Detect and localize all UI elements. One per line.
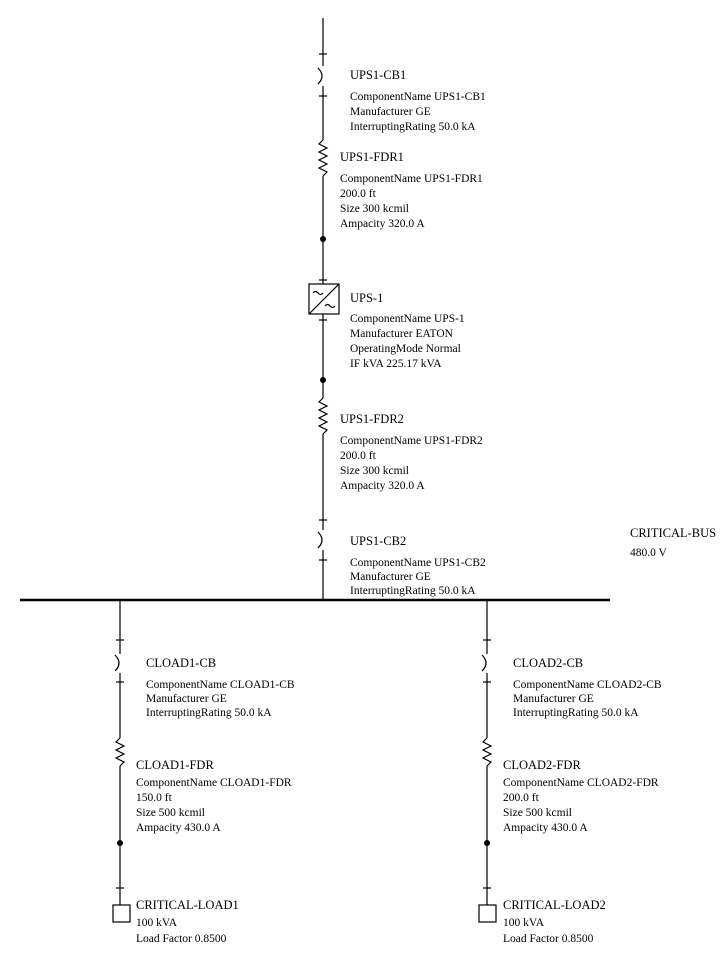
breaker-cload2-cb[interactable]: CLOAD2-CB ComponentName CLOAD2-CB Manufa…	[481, 654, 662, 719]
critical-bus[interactable]: CRITICAL-BUS 480.0 V	[20, 526, 716, 602]
component-attr: Load Factor 0.8500	[503, 933, 594, 945]
component-attr: OperatingMode Normal	[350, 343, 461, 355]
load2-branch: CLOAD2-CB ComponentName CLOAD2-CB Manufa…	[478, 600, 662, 945]
node-dot	[320, 377, 326, 383]
component-attr: ComponentName CLOAD2-CB	[513, 679, 662, 691]
component-attr: IF kVA 225.17 kVA	[350, 358, 442, 370]
load-symbol	[112, 904, 131, 923]
load1-branch: CLOAD1-CB ComponentName CLOAD1-CB Manufa…	[112, 600, 295, 945]
component-attr: 100 kVA	[136, 917, 178, 929]
component-attr: Size 300 kcmil	[340, 203, 409, 215]
component-attr: Manufacturer EATON	[350, 328, 454, 340]
node-dot	[117, 840, 123, 846]
component-attr: Load Factor 0.8500	[136, 933, 227, 945]
component-attr: InterruptingRating 50.0 kA	[350, 121, 476, 133]
breaker-symbol	[317, 531, 323, 549]
component-attr: Ampacity 320.0 A	[340, 218, 425, 230]
load-symbol	[478, 904, 497, 923]
component-name: UPS1-CB2	[350, 534, 406, 548]
component-attr: ComponentName UPS1-FDR2	[340, 435, 483, 447]
ups-diagonal	[308, 283, 340, 315]
component-attr: InterruptingRating 50.0 kA	[350, 585, 476, 597]
cable-symbol	[317, 139, 329, 177]
ups-symbol	[308, 283, 340, 315]
component-attr: Ampacity 430.0 A	[136, 822, 221, 834]
cable-symbol	[114, 737, 126, 767]
cable-symbol	[317, 397, 329, 435]
component-attr: Manufacturer GE	[350, 106, 431, 118]
component-attr: InterruptingRating 50.0 kA	[513, 707, 639, 719]
component-name: CRITICAL-LOAD1	[136, 898, 239, 912]
component-attr: ComponentName CLOAD1-FDR	[136, 777, 292, 789]
component-name: UPS1-CB1	[350, 68, 406, 82]
breaker-cload1-cb[interactable]: CLOAD1-CB ComponentName CLOAD1-CB Manufa…	[114, 654, 295, 719]
component-attr: ComponentName UPS1-CB2	[350, 557, 486, 569]
cable-cload2-fdr[interactable]: CLOAD2-FDR ComponentName CLOAD2-FDR 200.…	[481, 737, 659, 834]
cable-symbol	[481, 737, 493, 767]
component-attr: 200.0 ft	[503, 792, 540, 804]
cable-ups1-fdr1[interactable]: UPS1-FDR1 ComponentName UPS1-FDR1 200.0 …	[317, 139, 483, 230]
component-attr: Size 500 kcmil	[136, 807, 205, 819]
component-attr: ComponentName CLOAD1-CB	[146, 679, 295, 691]
component-attr: 200.0 ft	[340, 188, 377, 200]
component-attr: ComponentName UPS1-FDR1	[340, 173, 483, 185]
component-attr: 150.0 ft	[136, 792, 173, 804]
breaker-ups1-cb2[interactable]: UPS1-CB2 ComponentName UPS1-CB2 Manufact…	[317, 531, 486, 597]
component-name: UPS1-FDR1	[340, 150, 404, 164]
component-name: CLOAD2-FDR	[503, 758, 581, 772]
load-critical-load2[interactable]: CRITICAL-LOAD2 100 kVA Load Factor 0.850…	[478, 898, 606, 945]
component-attr: Ampacity 320.0 A	[340, 480, 425, 492]
ac-wave-icon	[312, 290, 324, 296]
breaker-symbol	[114, 654, 120, 672]
component-attr: Manufacturer GE	[513, 693, 594, 705]
cable-cload1-fdr[interactable]: CLOAD1-FDR ComponentName CLOAD1-FDR 150.…	[114, 737, 292, 834]
component-attr: Manufacturer GE	[350, 571, 431, 583]
component-name: CRITICAL-LOAD2	[503, 898, 606, 912]
ups-branch: UPS1-CB1 ComponentName UPS1-CB1 Manufact…	[308, 18, 486, 600]
node-dot	[320, 236, 326, 242]
component-name: UPS-1	[350, 291, 383, 305]
ups-ups-1[interactable]: UPS-1 ComponentName UPS-1 Manufacturer E…	[308, 283, 465, 370]
component-attr: ComponentName UPS1-CB1	[350, 91, 486, 103]
component-attr: Size 500 kcmil	[503, 807, 572, 819]
component-attr: InterruptingRating 50.0 kA	[146, 707, 272, 719]
dc-wave-icon	[324, 303, 336, 309]
component-attr: Ampacity 430.0 A	[503, 822, 588, 834]
component-attr: Manufacturer GE	[146, 693, 227, 705]
component-attr: 100 kVA	[503, 917, 545, 929]
component-attr: Size 300 kcmil	[340, 465, 409, 477]
load-critical-load1[interactable]: CRITICAL-LOAD1 100 kVA Load Factor 0.850…	[112, 898, 239, 945]
bus-name: CRITICAL-BUS	[630, 526, 716, 540]
breaker-ups1-cb1[interactable]: UPS1-CB1 ComponentName UPS1-CB1 Manufact…	[317, 67, 486, 133]
component-name: CLOAD1-FDR	[136, 758, 214, 772]
component-attr: 200.0 ft	[340, 450, 377, 462]
bus-voltage: 480.0 V	[630, 547, 668, 559]
component-attr: ComponentName CLOAD2-FDR	[503, 777, 659, 789]
breaker-symbol	[317, 67, 323, 85]
component-name: CLOAD2-CB	[513, 656, 583, 670]
component-attr: ComponentName UPS-1	[350, 313, 465, 325]
component-name: UPS1-FDR2	[340, 412, 404, 426]
component-name: CLOAD1-CB	[146, 656, 216, 670]
cable-ups1-fdr2[interactable]: UPS1-FDR2 ComponentName UPS1-FDR2 200.0 …	[317, 397, 483, 492]
node-dot	[484, 840, 490, 846]
breaker-symbol	[481, 654, 487, 672]
